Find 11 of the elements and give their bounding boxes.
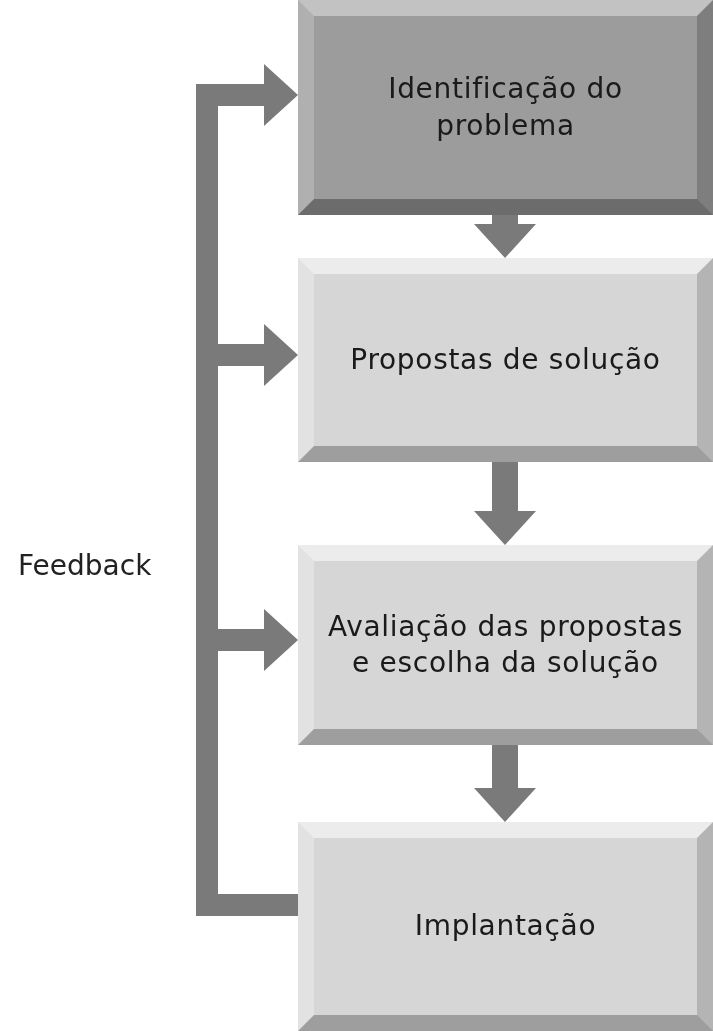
box-label: Identificação do problema [387, 71, 624, 144]
arrow [474, 745, 536, 822]
arrow [474, 215, 536, 258]
process-box [298, 822, 713, 1031]
process-box [298, 545, 713, 745]
box-label: Propostas de solução [350, 341, 661, 378]
box-label: Implantação [414, 908, 597, 945]
process-box [298, 0, 713, 215]
process-box [298, 258, 713, 462]
box-label: Avaliação das propostas e escolha da solução [326, 608, 685, 681]
arrow [474, 462, 536, 545]
